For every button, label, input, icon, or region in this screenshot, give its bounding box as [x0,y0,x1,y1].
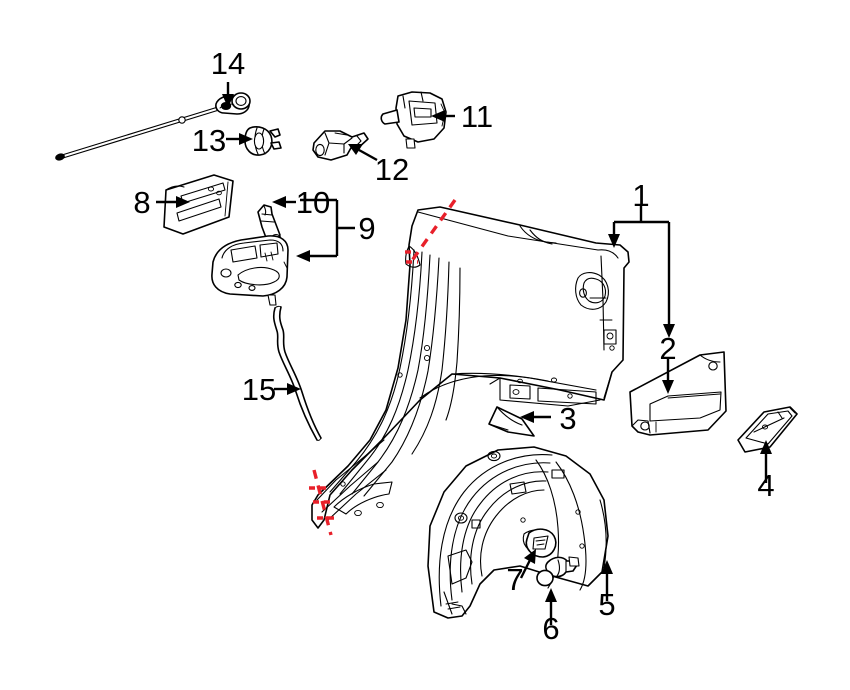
callout-label-13: 13 [192,123,226,158]
callout-label-1: 1 [632,178,649,213]
leader-5 [601,560,613,601]
leader-12 [348,144,378,162]
callout-label-2: 2 [659,331,676,366]
leader-14 [222,82,234,108]
part-lower-molding [737,406,798,453]
part-fuel-door [163,174,234,235]
part-quarter-panel [311,206,630,529]
part-lock-actuator [380,91,447,149]
part-liner-push-pin [536,556,580,587]
callout-label-3: 3 [559,401,576,436]
part-filler-seal [488,406,535,437]
leader-15 [274,383,301,395]
callout-label-4: 4 [757,468,774,503]
leader-1 [608,205,675,338]
callout-label-12: 12 [375,152,409,187]
part-actuator-bracket [312,130,369,161]
part-cable-grommet [244,126,282,156]
part-weatherstrip [272,305,322,441]
callout-label-9: 9 [358,211,375,246]
part-fuel-door-housing [211,235,289,306]
leader-11 [431,110,455,122]
callout-label-5: 5 [598,587,615,622]
leader-3 [520,411,551,423]
part-release-cable [55,92,251,161]
callout-label-11: 11 [461,99,493,134]
cut-mark-lower [309,469,334,536]
callout-label-15: 15 [242,372,276,407]
leader-2 [662,358,674,394]
cut-mark-upper [405,199,457,264]
callout-label-8: 8 [133,185,150,220]
part-liner-clip [525,528,557,558]
callout-label-6: 6 [542,611,559,646]
leader-7 [519,549,536,579]
callout-label-14: 14 [211,46,245,81]
callout-labels: 1 2 3 4 5 6 7 8 9 10 11 12 13 14 15 [133,46,774,646]
leader-9 [296,198,355,262]
leader-10 [272,196,296,208]
leader-8 [156,196,190,208]
leader-13 [226,133,253,145]
leader-6 [545,588,557,625]
leader-4 [760,440,772,483]
callout-label-10: 10 [296,185,330,220]
part-reinforcement-bracket [629,351,727,436]
callout-label-7: 7 [506,562,523,597]
